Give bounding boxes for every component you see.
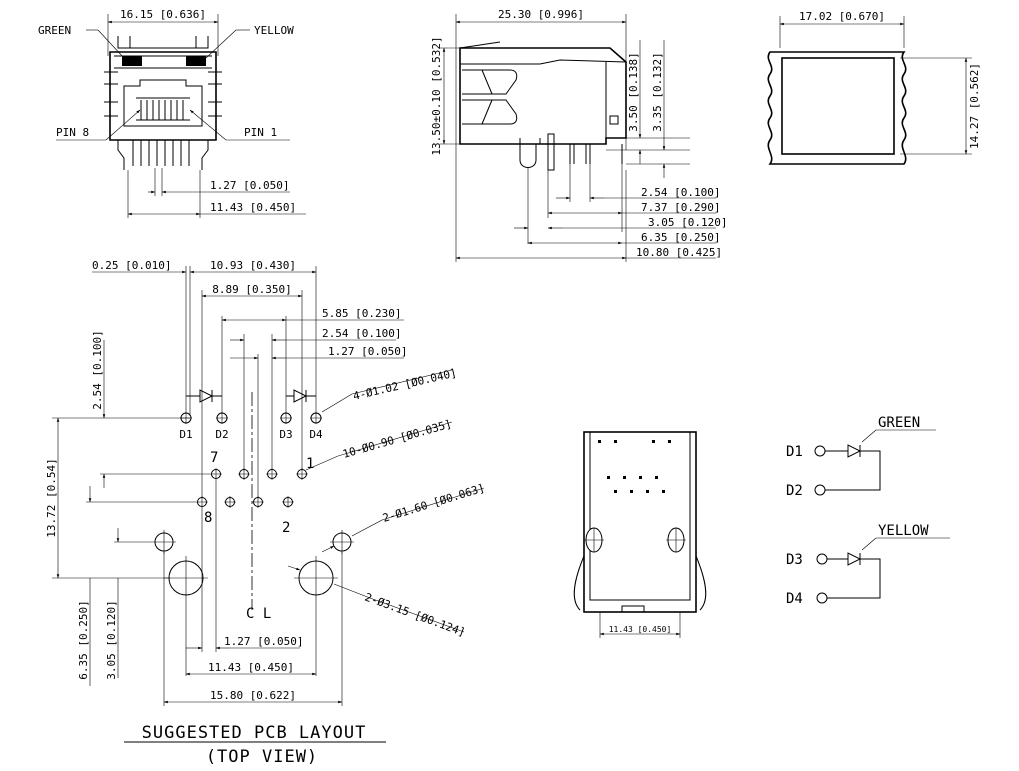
pin8-label: PIN 8 (56, 126, 89, 139)
pcb-dim-127-bottom: 1.27 [0.050] (224, 635, 303, 648)
schematic-green-label: GREEN (878, 415, 920, 431)
schematic-yellow-label: YELLOW (878, 523, 929, 539)
pcb-dim-254: 2.54 [0.100] (322, 327, 401, 340)
side-view: 25.30 [0.996] 13.50±0.10 [0.532] 3.50 [0… (430, 8, 727, 262)
side-dim-737: 7.37 [0.290] (641, 201, 720, 214)
schematic-pin-d2: D2 (786, 483, 803, 499)
yellow-led-label: YELLOW (254, 24, 294, 37)
pin-label-2: 2 (282, 520, 290, 536)
schematic-pin-d4: D4 (786, 591, 803, 607)
centerline-label: C L (246, 606, 271, 622)
side-dim-635: 6.35 [0.250] (641, 231, 720, 244)
led-schematic: D1 D2 GREEN D3 D4 YELLOW (786, 415, 950, 607)
hole-callout-led: 4-Ø1.02 [Ø0.040] (352, 366, 458, 403)
schematic-pin-d1: D1 (786, 444, 803, 460)
front-pin-span-dim: 11.43 [0.450] (210, 201, 296, 214)
side-length-dim: 25.30 [0.996] (498, 8, 584, 21)
side-dim-335: 3.35 [0.132] (651, 52, 664, 131)
side-height-dim: 13.50±0.10 [0.532] (430, 36, 443, 155)
bottom-span-dim: 11.43 [0.450] (609, 625, 672, 634)
led-label-d4: D4 (309, 428, 323, 441)
side-dim-254: 2.54 [0.100] (641, 186, 720, 199)
pcb-layout-subtitle: (TOP VIEW) (206, 747, 318, 767)
pcb-dim-1093: 10.93 [0.430] (210, 259, 296, 272)
yellow-led-window (186, 56, 206, 66)
pcb-dim-635: 6.35 [0.250] (77, 600, 90, 679)
green-led-window (122, 56, 142, 66)
bottom-contact-dots (598, 440, 671, 493)
green-led-label: GREEN (38, 24, 71, 37)
pcb-dim-127-top: 1.27 [0.050] (328, 345, 407, 358)
side-dim-305: 3.05 [0.120] (648, 216, 727, 229)
led-holes (180, 412, 322, 424)
hole-callout-pin: 10-Ø0.90 [Ø0.035] (341, 417, 453, 461)
schematic-pin-d3: D3 (786, 552, 803, 568)
led-label-d3: D3 (279, 428, 292, 441)
pcb-dim-1580: 15.80 [0.622] (210, 689, 296, 702)
led-label-d1: D1 (179, 428, 192, 441)
led-label-d2: D2 (215, 428, 228, 441)
hole-callout-mount: 2-Ø3.15 [Ø0.124] (363, 591, 467, 639)
pcb-layout: 0.25 [0.010] 10.93 [0.430] 8.89 [0.350] … (45, 259, 486, 767)
pcb-dim-1143: 11.43 [0.450] (208, 661, 294, 674)
pin-label-7: 7 (210, 450, 218, 466)
front-width-dim: 16.15 [0.636] (120, 8, 206, 21)
pcb-dim-305: 3.05 [0.120] (105, 600, 118, 679)
side-dim-1080: 10.80 [0.425] (636, 246, 722, 259)
pin1-label: PIN 1 (244, 126, 277, 139)
front-pitch-dim: 1.27 [0.050] (210, 179, 289, 192)
signal-holes (196, 468, 308, 508)
pcb-dim-1372: 13.72 [0.54] (45, 458, 58, 537)
hole-callout-peg: 2-Ø1.60 [Ø0.063] (381, 481, 486, 524)
front-contacts (140, 100, 184, 120)
front-view: 16.15 [0.636] GREEN (38, 8, 306, 218)
pcb-dim-254-vert: 2.54 [0.100] (91, 330, 104, 409)
rear-height-dim: 14.27 [0.562] (968, 63, 981, 149)
side-dim-350: 3.50 [0.138] (627, 52, 640, 131)
bottom-view: 11.43 [0.450] (573, 431, 707, 638)
pcb-layout-title: SUGGESTED PCB LAYOUT (142, 723, 367, 743)
pin-label-8: 8 (204, 510, 212, 526)
rear-view: 17.02 [0.670] 14.27 [0.562] (767, 10, 981, 165)
pcb-dim-585: 5.85 [0.230] (322, 307, 401, 320)
pcb-dim-889: 8.89 [0.350] (212, 283, 291, 296)
pcb-dim-025: 0.25 [0.010] (92, 259, 171, 272)
pin-label-1: 1 (306, 456, 314, 472)
rear-width-dim: 17.02 [0.670] (799, 10, 885, 23)
